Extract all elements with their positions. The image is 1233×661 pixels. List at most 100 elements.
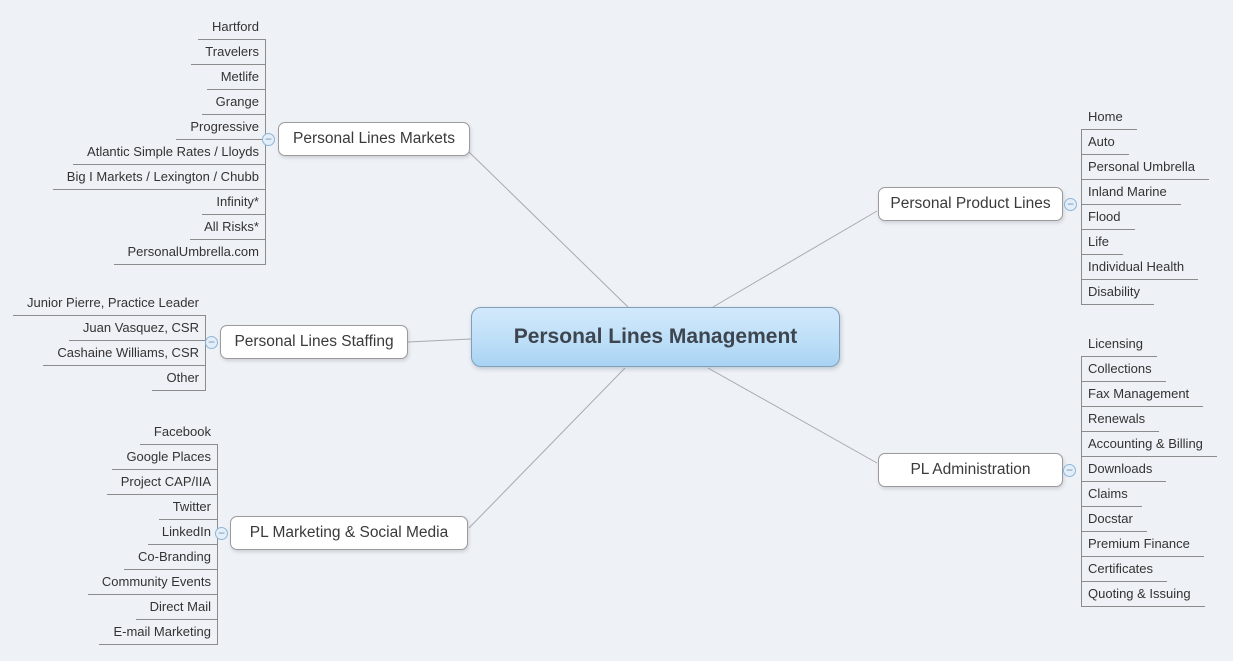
subtopic-label: Auto — [1088, 134, 1115, 149]
branch-topic-pl-administration[interactable]: PL Administration — [878, 453, 1063, 487]
children-list-pl-marketing-social-media: Facebook Google Places Project CAP/IIA T… — [87, 420, 218, 645]
subtopic-label: Facebook — [153, 424, 211, 439]
subtopic-label: LinkedIn — [161, 524, 211, 539]
subtopic[interactable]: Metlife — [206, 65, 266, 90]
subtopic[interactable]: Big I Markets / Lexington / Chubb — [52, 165, 266, 190]
subtopic-label: Individual Health — [1088, 259, 1185, 274]
subtopic-label: Google Places — [126, 449, 211, 464]
branch-spine-line — [217, 444, 218, 645]
subtopic-label: Disability — [1088, 284, 1141, 299]
branch-topic-pl-marketing-social-media[interactable]: PL Marketing & Social Media — [230, 516, 468, 550]
subtopic[interactable]: Individual Health — [1081, 255, 1199, 280]
subtopic[interactable]: Hartford — [198, 15, 266, 40]
subtopic[interactable]: Progressive — [176, 115, 266, 140]
subtopic-label: Hartford — [212, 19, 259, 34]
branch-spine-line — [205, 315, 206, 391]
connector-line-markets — [467, 150, 629, 308]
subtopic[interactable]: Project CAP/IIA — [106, 470, 218, 495]
subtopic-label: Juan Vasquez, CSR — [82, 320, 199, 335]
subtopic[interactable]: Co-Branding — [124, 545, 218, 570]
branch-topic-personal-lines-staffing[interactable]: Personal Lines Staffing — [220, 325, 408, 359]
subtopic-label: Project CAP/IIA — [120, 474, 211, 489]
branch-topic-personal-lines-markets[interactable]: Personal Lines Markets — [278, 122, 470, 156]
branch-spine-line — [1081, 356, 1082, 607]
subtopic-label: PersonalUmbrella.com — [127, 244, 260, 259]
subtopic[interactable]: Quoting & Issuing — [1081, 582, 1205, 607]
subtopic[interactable]: Life — [1081, 230, 1123, 255]
subtopic[interactable]: Renewals — [1081, 407, 1160, 432]
children-list-personal-product-lines: Home Auto Personal Umbrella Inland Marin… — [1081, 105, 1209, 305]
subtopic[interactable]: Certificates — [1081, 557, 1168, 582]
branch-spine-line — [265, 39, 266, 265]
subtopic-label: Renewals — [1088, 411, 1146, 426]
subtopic[interactable]: Infinity* — [202, 190, 266, 215]
subtopic-label: Grange — [215, 94, 259, 109]
subtopic[interactable]: Claims — [1081, 482, 1142, 507]
subtopic-label: Claims — [1088, 486, 1128, 501]
subtopic[interactable]: Juan Vasquez, CSR — [68, 316, 206, 341]
subtopic-label: Co-Branding — [138, 549, 211, 564]
subtopic[interactable]: Fax Management — [1081, 382, 1204, 407]
subtopic[interactable]: Facebook — [139, 420, 218, 445]
subtopic-label: Licensing — [1088, 336, 1143, 351]
children-list-personal-lines-markets: Hartford Travelers Metlife Grange Progre… — [52, 15, 266, 265]
subtopic-label: Home — [1088, 109, 1123, 124]
subtopic[interactable]: Premium Finance — [1081, 532, 1204, 557]
connector-line-product-lines — [712, 210, 878, 308]
collapse-minus-icon[interactable]: − — [1064, 198, 1077, 211]
subtopic[interactable]: Google Places — [112, 445, 218, 470]
subtopic[interactable]: Disability — [1081, 280, 1155, 305]
central-topic[interactable]: Personal Lines Management — [471, 307, 840, 367]
branch-topic-personal-product-lines[interactable]: Personal Product Lines — [878, 187, 1063, 221]
subtopic[interactable]: Collections — [1081, 357, 1166, 382]
subtopic[interactable]: PersonalUmbrella.com — [113, 240, 266, 265]
subtopic-label: Docstar — [1088, 511, 1133, 526]
subtopic-label: Collections — [1088, 361, 1152, 376]
subtopic[interactable]: LinkedIn — [147, 520, 218, 545]
subtopic[interactable]: Community Events — [87, 570, 218, 595]
subtopic-label: Progressive — [190, 119, 259, 134]
subtopic[interactable]: Other — [152, 366, 206, 391]
subtopic[interactable]: Downloads — [1081, 457, 1167, 482]
subtopic-label: Travelers — [205, 44, 259, 59]
collapse-minus-icon[interactable]: − — [215, 527, 228, 540]
subtopic-label: All Risks* — [204, 219, 259, 234]
subtopic[interactable]: Junior Pierre, Practice Leader — [13, 291, 206, 316]
subtopic[interactable]: Grange — [201, 90, 266, 115]
subtopic-label: Junior Pierre, Practice Leader — [27, 295, 199, 310]
subtopic[interactable]: Flood — [1081, 205, 1135, 230]
subtopic-label: Other — [166, 370, 199, 385]
subtopic[interactable]: All Risks* — [190, 215, 266, 240]
collapse-minus-icon[interactable]: − — [205, 336, 218, 349]
subtopic-label: Premium Finance — [1088, 536, 1190, 551]
subtopic[interactable]: Accounting & Billing — [1081, 432, 1217, 457]
subtopic[interactable]: Home — [1081, 105, 1137, 130]
subtopic-label: Accounting & Billing — [1088, 436, 1203, 451]
subtopic-label: Community Events — [101, 574, 211, 589]
subtopic[interactable]: Travelers — [191, 40, 266, 65]
subtopic-label: Personal Umbrella — [1088, 159, 1195, 174]
subtopic-label: Fax Management — [1088, 386, 1190, 401]
subtopic[interactable]: Inland Marine — [1081, 180, 1181, 205]
subtopic[interactable]: Twitter — [158, 495, 218, 520]
connector-line-marketing — [468, 367, 626, 529]
subtopic[interactable]: Docstar — [1081, 507, 1147, 532]
subtopic[interactable]: Licensing — [1081, 332, 1157, 357]
subtopic-label: Certificates — [1088, 561, 1154, 576]
subtopic[interactable]: Cashaine Williams, CSR — [43, 341, 206, 366]
collapse-minus-icon[interactable]: − — [262, 133, 275, 146]
subtopic-label: Quoting & Issuing — [1088, 586, 1191, 601]
subtopic-label: Downloads — [1088, 461, 1153, 476]
subtopic[interactable]: E-mail Marketing — [99, 620, 218, 645]
subtopic[interactable]: Direct Mail — [135, 595, 218, 620]
children-list-pl-administration: Licensing Collections Fax Management Ren… — [1081, 332, 1217, 607]
subtopic-label: Infinity* — [216, 194, 259, 209]
subtopic[interactable]: Atlantic Simple Rates / Lloyds — [73, 140, 266, 165]
subtopic[interactable]: Auto — [1081, 130, 1129, 155]
subtopic-label: Life — [1088, 234, 1109, 249]
collapse-minus-icon[interactable]: − — [1063, 464, 1076, 477]
branch-spine-line — [1081, 129, 1082, 305]
subtopic[interactable]: Personal Umbrella — [1081, 155, 1209, 180]
